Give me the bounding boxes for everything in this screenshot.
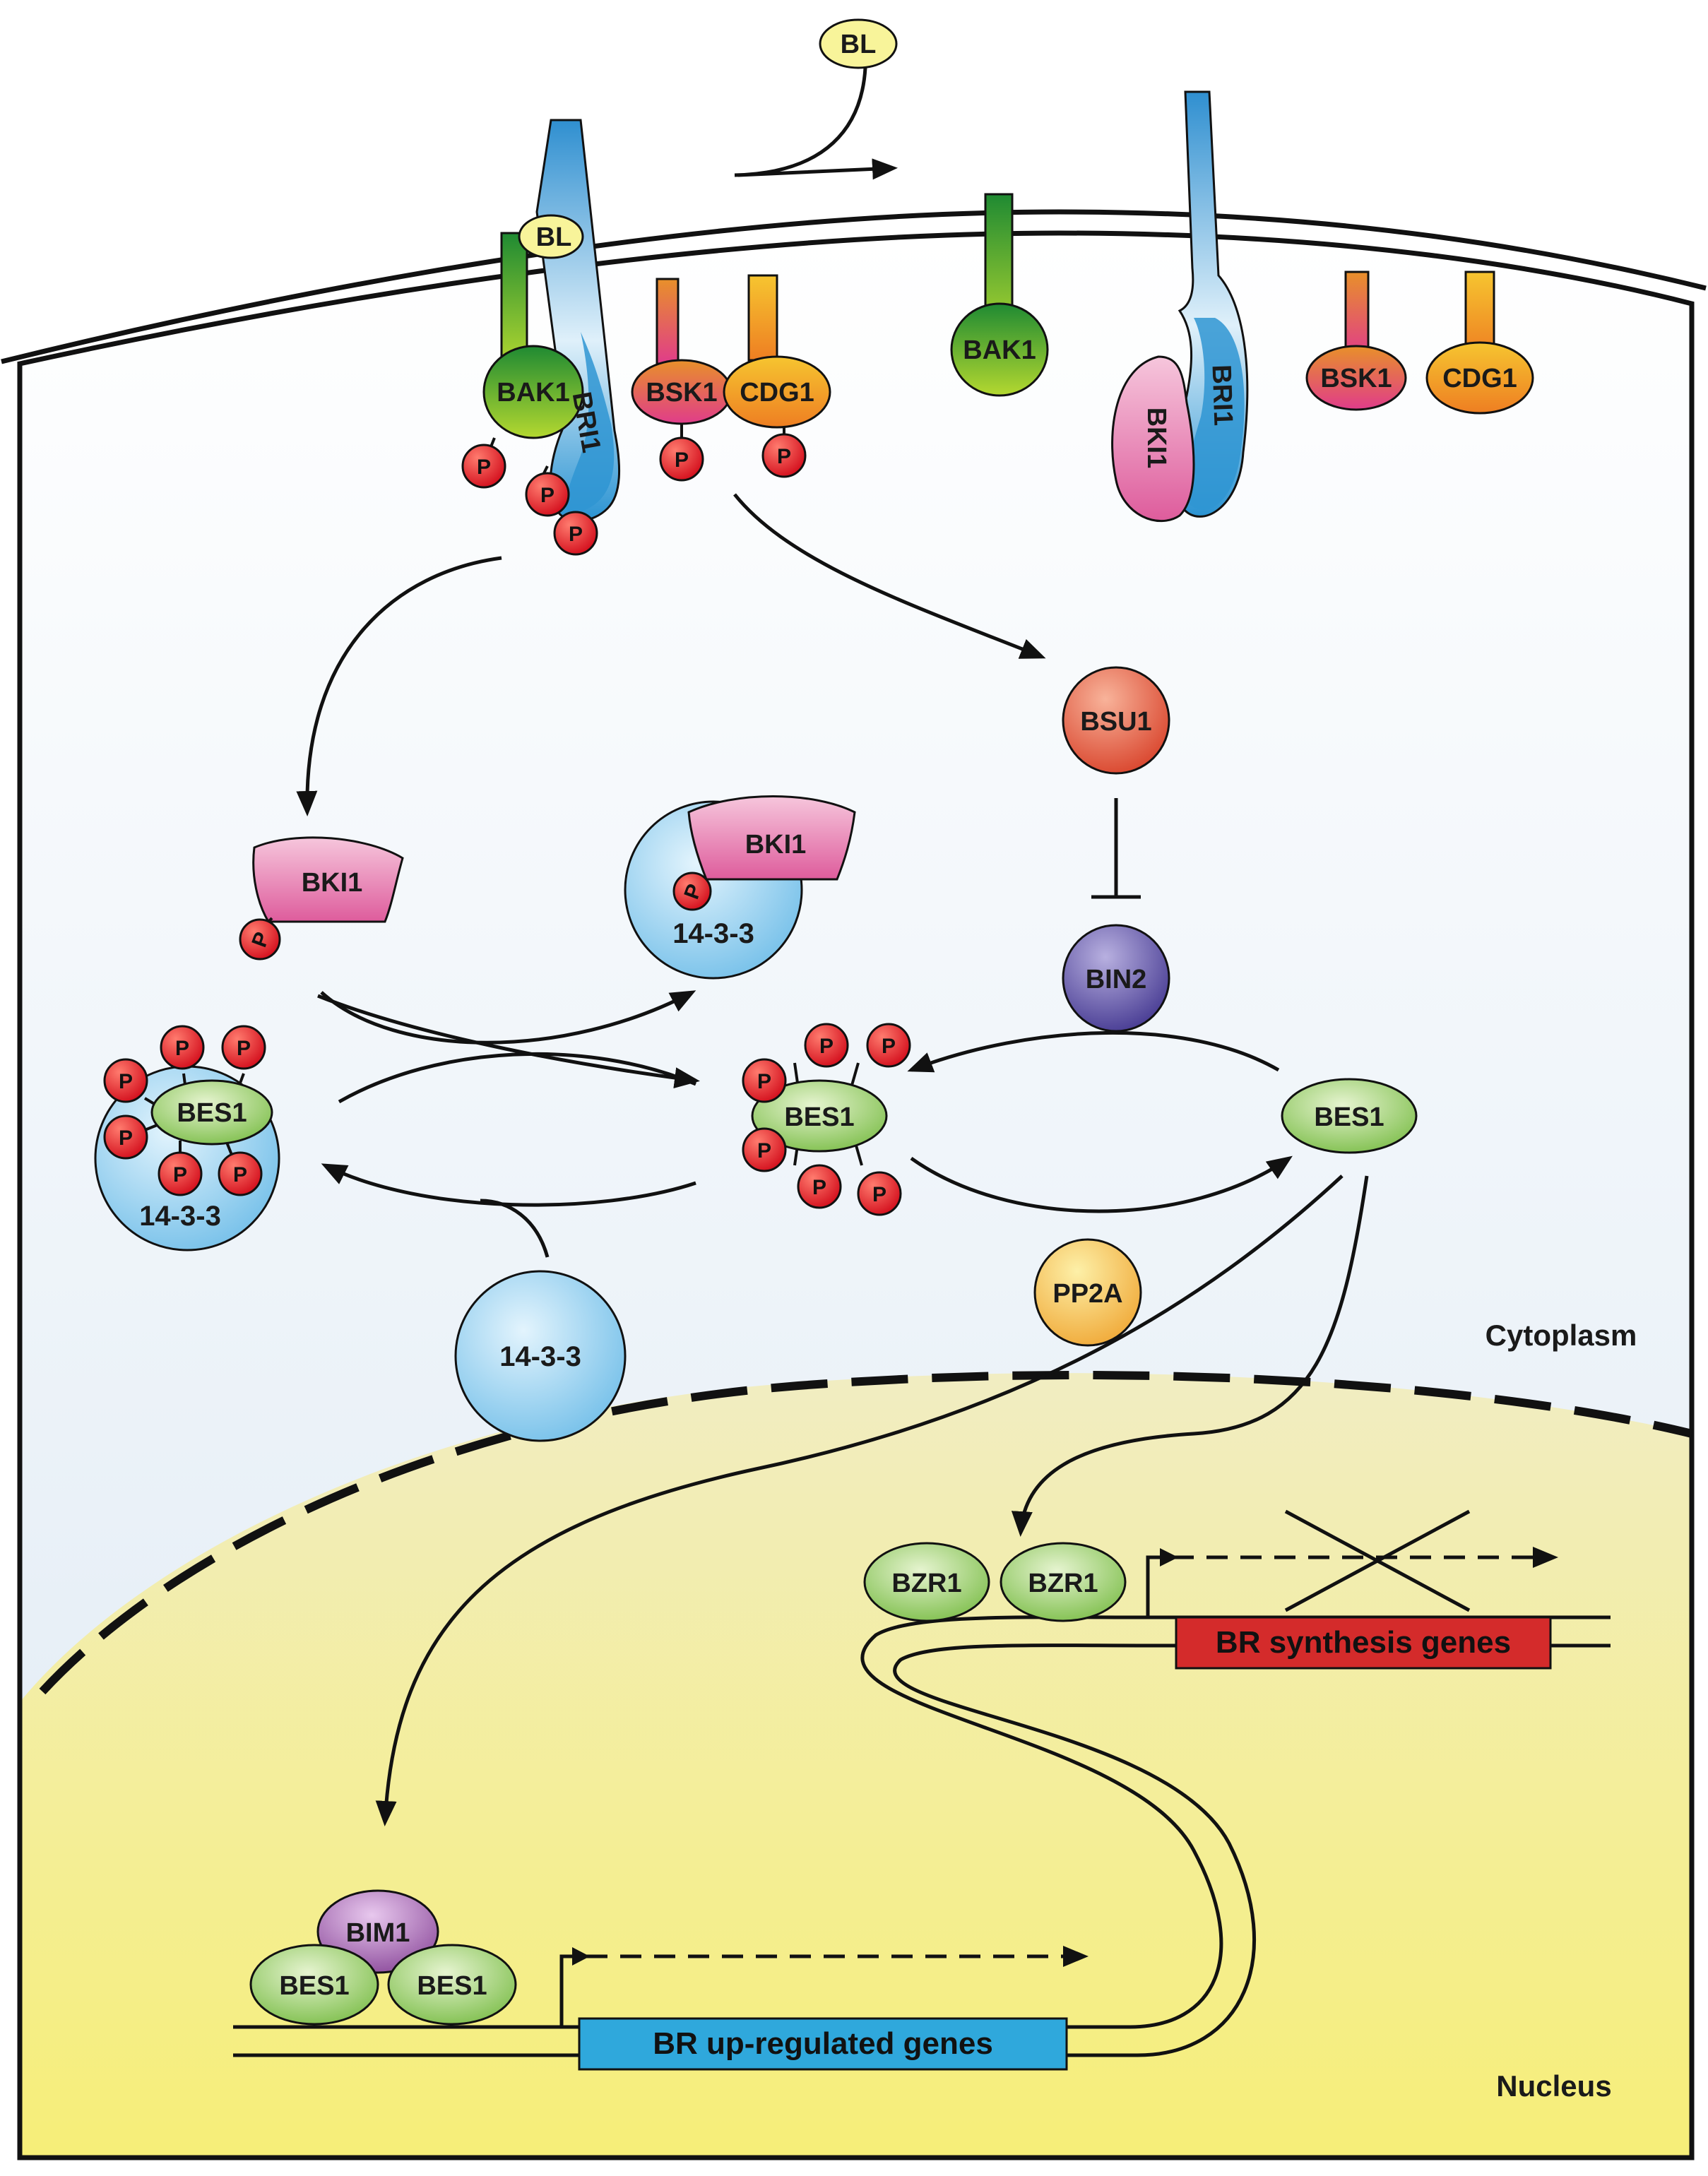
svg-text:P: P xyxy=(540,484,554,507)
bes1-phospho-center: BES1 P P P P P P xyxy=(742,1023,911,1216)
arrow-pp2a-dephosphorylation xyxy=(910,1155,1293,1213)
pp2a-label: PP2A xyxy=(1052,1279,1122,1309)
svg-text:P: P xyxy=(757,1139,771,1163)
bes1-1433-label: BES1 xyxy=(177,1098,247,1128)
svg-text:P: P xyxy=(119,1126,133,1150)
inactive-receptor-components: BAK1 BRI1 BKI1 BSK1 CDG1 xyxy=(950,90,1534,523)
svg-text:P: P xyxy=(675,448,689,472)
svg-text:P: P xyxy=(477,456,491,479)
arrow-receptor-to-bki1 xyxy=(296,556,502,816)
cell-regions xyxy=(20,233,1692,2158)
bes1-dimer-label-2: BES1 xyxy=(417,1971,487,2001)
svg-text:P: P xyxy=(173,1163,187,1187)
adapter-bes1-label: 14-3-3 xyxy=(139,1201,221,1232)
svg-text:P: P xyxy=(882,1035,896,1058)
bri1-inactive-label: BRI1 xyxy=(1206,364,1238,427)
dna-strands xyxy=(233,1615,1611,2057)
bl-ligand-free: BL xyxy=(819,18,898,69)
bki1-1433-complex: BKI1 P 14-3-3 xyxy=(624,795,856,980)
cytoplasm-label: Cytoplasm xyxy=(1485,1319,1637,1352)
arrow-bes1-to-bzr1 xyxy=(1011,1175,1369,1537)
svg-text:P: P xyxy=(777,445,791,468)
repressed-transcription xyxy=(1146,1509,1558,1617)
bl-ligand-label: BL xyxy=(841,30,877,59)
bzr1-label-2: BZR1 xyxy=(1028,1569,1098,1598)
bim1-label: BIM1 xyxy=(346,1918,410,1948)
cdg1-inactive xyxy=(1425,341,1534,415)
bl-bound-label: BL xyxy=(536,222,572,252)
active-transcription xyxy=(559,1946,1089,2027)
svg-text:P: P xyxy=(233,1163,247,1187)
br-synthesis-genes: BR synthesis genes xyxy=(1175,1616,1552,1670)
cdg1-active-label: CDG1 xyxy=(740,378,814,408)
svg-text:P: P xyxy=(872,1183,886,1206)
bin2-node: BIN2 xyxy=(1062,924,1170,1033)
bes1-dimer-label-1: BES1 xyxy=(279,1971,349,2001)
svg-text:P: P xyxy=(819,1035,834,1058)
bes1-phospho-label: BES1 xyxy=(784,1102,854,1132)
bak1-active xyxy=(482,345,584,439)
bsu1-inhibits-bin2 xyxy=(1091,798,1141,899)
cdg1-active xyxy=(723,355,831,429)
bes1-1433-phosphates: P P P P P P xyxy=(103,1025,266,1196)
bl-binding-arrow xyxy=(734,67,894,175)
pp2a-node: PP2A xyxy=(1033,1238,1142,1347)
bzr1-label-1: BZR1 xyxy=(891,1569,961,1598)
bak1-inactive xyxy=(950,302,1049,397)
bsu1-node: BSU1 xyxy=(1062,666,1170,775)
svg-text:P: P xyxy=(119,1070,133,1093)
bsk1-inactive-label: BSK1 xyxy=(1320,364,1392,393)
bes1-free-right: BES1 xyxy=(1281,1078,1418,1154)
cycle-arrows-left xyxy=(317,990,700,1258)
br-synthesis-genes-label: BR synthesis genes xyxy=(1216,1625,1511,1660)
adapter-bki1-label: 14-3-3 xyxy=(672,918,754,949)
arrow-bes1-to-bim1 xyxy=(375,1175,1344,1826)
svg-text:P: P xyxy=(175,1037,189,1060)
svg-text:P: P xyxy=(757,1070,771,1093)
br-upregulated-genes-label: BR up-regulated genes xyxy=(653,2026,993,2061)
svg-text:P: P xyxy=(569,523,583,546)
receptor-phosphates: P P P P P xyxy=(461,424,807,556)
br-upregulated-genes: BR up-regulated genes xyxy=(578,2017,1068,2071)
arrow-bin2-phosphorylation xyxy=(907,1031,1280,1073)
bzr1-dimer: BZR1 BZR1 xyxy=(863,1542,1127,1622)
bki1-free: BKI1 P xyxy=(239,836,404,961)
bsk1-active-label: BSK1 xyxy=(646,378,717,408)
nuclear-envelope xyxy=(39,1370,1693,1695)
free-1433: 14-3-3 xyxy=(454,1270,627,1442)
bki1-membrane-label: BKI1 xyxy=(1141,408,1171,469)
bes1-phospho-phosphates: P P P P P P xyxy=(742,1023,911,1216)
cdg1-inactive-label: CDG1 xyxy=(1442,364,1517,393)
bsu1-label: BSU1 xyxy=(1080,707,1151,737)
bin2-label: BIN2 xyxy=(1086,965,1147,994)
nucleus-label: Nucleus xyxy=(1496,2069,1611,2103)
bki1-membrane xyxy=(1111,355,1195,523)
svg-text:P: P xyxy=(812,1176,826,1199)
free-1433-label: 14-3-3 xyxy=(499,1341,581,1372)
bes1-bim1-complex: BIM1 BES1 BES1 xyxy=(249,1889,517,2026)
bak1-active-label: BAK1 xyxy=(497,378,569,408)
svg-text:P: P xyxy=(237,1037,251,1060)
bsk1-inactive xyxy=(1305,345,1407,411)
bes1-1433-complex: BES1 P P P P P P 14-3-3 xyxy=(94,1025,280,1252)
active-receptor-complex: BAK1 BL BRI1 BSK1 CDG1 P P P P P xyxy=(461,119,831,556)
arrow-receptor-to-bsu1 xyxy=(733,493,1046,659)
bki1-free-label: BKI1 xyxy=(302,868,363,898)
bki1-bound-label: BKI1 xyxy=(745,830,807,860)
bak1-inactive-label: BAK1 xyxy=(963,335,1036,365)
bes1-free-label: BES1 xyxy=(1314,1102,1384,1132)
